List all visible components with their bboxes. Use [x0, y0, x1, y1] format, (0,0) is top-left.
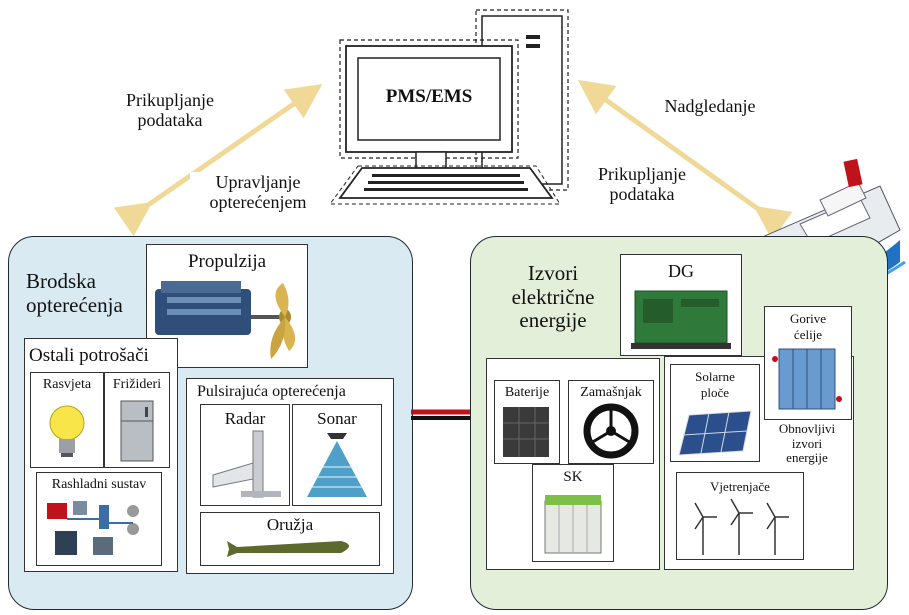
fuel-cell-icon [772, 348, 842, 410]
light-bulb-icon [49, 405, 85, 457]
radar-icon [212, 430, 281, 498]
engine-icon [155, 281, 281, 335]
propeller-icon [270, 283, 296, 359]
keyboard-keys [364, 174, 528, 191]
sonar-box: Sonar [292, 404, 382, 506]
radar-label: Radar [224, 409, 266, 428]
renewables-caption: Obnovljivi izvori energije [778, 421, 836, 466]
supercapacitor-icon [544, 495, 602, 554]
wind-turbines-icon [694, 498, 789, 555]
label-monitoring: Nadgledanje [664, 96, 756, 116]
batteries-label: Baterije [504, 385, 550, 400]
cooling-system-icon [47, 501, 139, 555]
wind-box: Vjetrenjače [676, 472, 804, 560]
cooling-system-box: Rashladni sustav [36, 472, 162, 566]
label-load-management: Upravljanje opterećenjem [190, 172, 326, 213]
ship-loads-title: Brodska opterećenja [26, 269, 123, 317]
solar-panel-icon [678, 410, 752, 456]
sonar-label: Sonar [317, 409, 357, 428]
weapons-label: Oružja [266, 515, 314, 534]
dg-box: DG [620, 254, 742, 356]
sonar-icon [307, 433, 367, 497]
flywheel-icon [583, 403, 639, 459]
lighting-label: Rasvjeta [42, 377, 92, 392]
radar-box: Radar [200, 404, 290, 506]
solar-label: Solarne ploče [695, 369, 735, 400]
fridge-icon [120, 400, 154, 462]
energy-sources-title: Izvori električne energije [511, 261, 595, 333]
wind-label: Vjetrenjače [710, 479, 770, 494]
diesel-generator-icon [631, 290, 731, 349]
fridges-label: Frižideri [112, 377, 162, 392]
fuel-cells-box: Gorive ćelije [764, 306, 852, 420]
fuel-cells-label: Gorive ćelije [789, 311, 827, 342]
dg-label: DG [668, 261, 694, 281]
cooling-system-label: Rashladni sustav [51, 477, 147, 492]
supercapacitor-box: SK [532, 464, 614, 562]
lighting-box: Rasvjeta [30, 372, 104, 468]
propulsion-label: Propulzija [187, 251, 267, 272]
label-data-collection-left: Prikupljanje podataka [126, 90, 214, 131]
battery-icon [503, 407, 549, 457]
supercapacitor-label: SK [563, 469, 583, 485]
pulsed-loads-title: Pulsirajuća opterećenja [197, 383, 346, 400]
flywheel-box: Zamašnjak [568, 380, 654, 464]
label-data-collection-right: Prikupljanje podataka [598, 164, 686, 205]
pms-ems-label: PMS/EMS [385, 86, 473, 107]
other-consumers-title: Ostali potrošači [29, 345, 149, 366]
torpedo-icon [227, 541, 349, 557]
fridges-box: Frižideri [104, 372, 170, 468]
weapons-box: Oružja [200, 512, 380, 566]
batteries-box: Baterije [494, 380, 560, 464]
solar-box: Solarne ploče [670, 364, 760, 462]
flywheel-label: Zamašnjak [580, 385, 642, 400]
